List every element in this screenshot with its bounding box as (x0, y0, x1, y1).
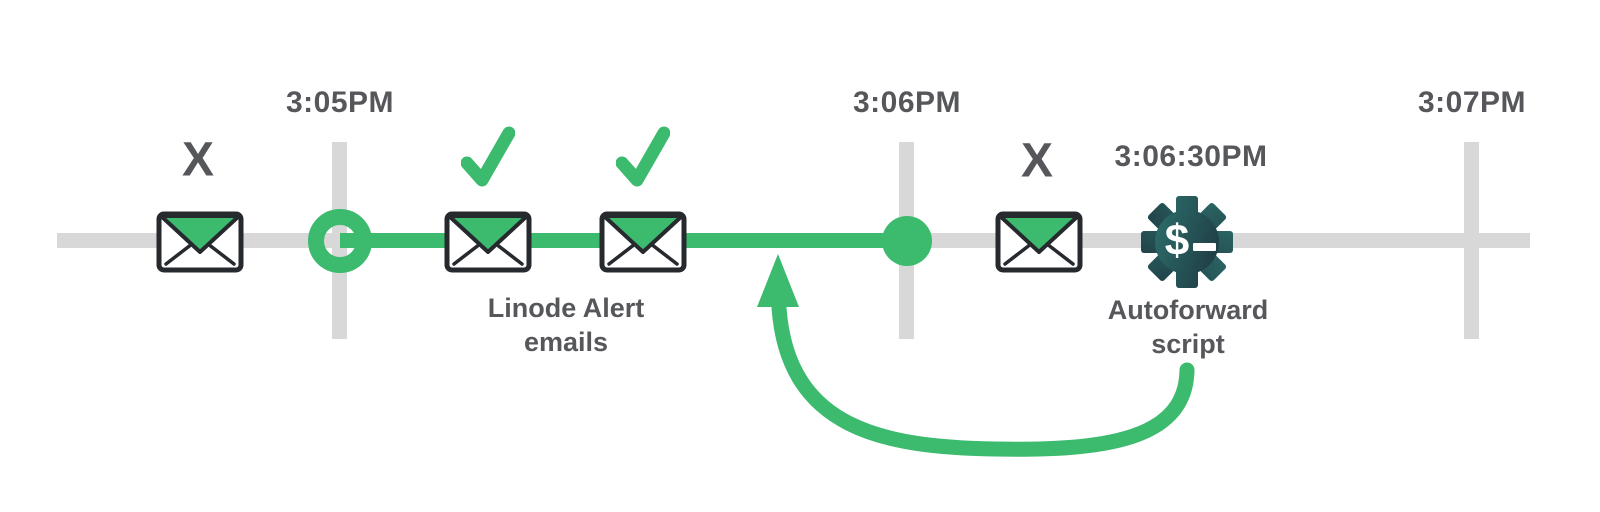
envelope-icon (444, 211, 532, 273)
tick-label-305: 3:05PM (285, 86, 395, 119)
caption-autoforward-script: Autoforward script (1108, 293, 1268, 361)
arrowhead-icon (757, 254, 799, 307)
check-icon (616, 126, 670, 187)
envelope-icon (156, 211, 244, 273)
caption-line: Linode Alert (487, 293, 645, 323)
timeline-end-dot (882, 216, 932, 266)
script-time-label: 3:06:30PM (1114, 140, 1268, 173)
caption-line: script (1151, 329, 1225, 359)
envelope-icon (995, 211, 1083, 273)
caption-line: Autoforward (1107, 295, 1269, 325)
gear-dollar-icon: $ (1141, 196, 1233, 288)
x-marker-email-4: X (1020, 134, 1054, 188)
caption-line: emails (523, 327, 609, 357)
dollar-prompt-text: $ (1165, 216, 1189, 265)
check-icon (461, 126, 515, 187)
envelope-icon (599, 211, 687, 273)
tick-label-306: 3:06PM (852, 86, 962, 119)
tick-label-307: 3:07PM (1417, 86, 1527, 119)
caption-linode-alert-emails: Linode Alert emails (488, 291, 645, 359)
x-marker-email-1: X (181, 133, 215, 187)
prompt-cursor-dash (1193, 243, 1216, 251)
